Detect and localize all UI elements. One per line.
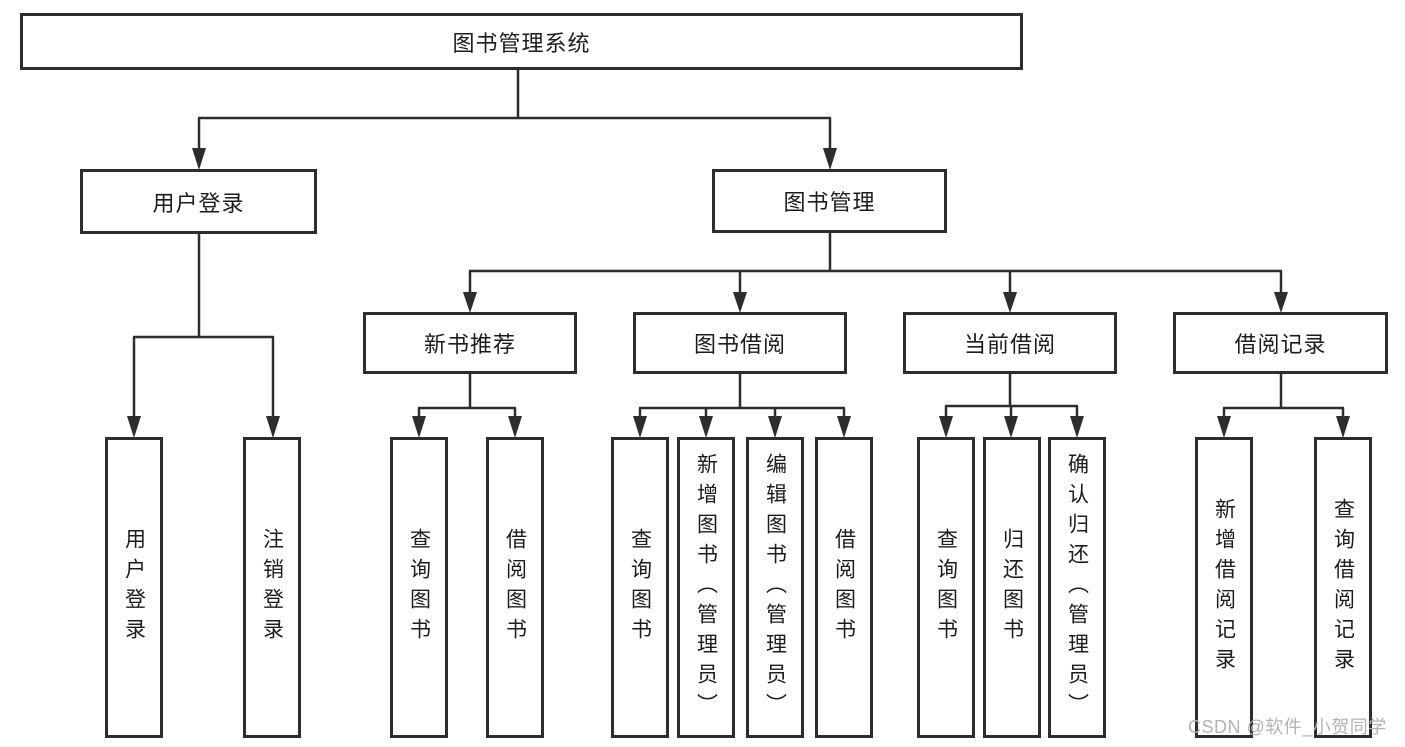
node-book-management: 图书管理 <box>712 169 947 233</box>
leaf-add-books-admin: 新增图书（管理员） <box>677 437 735 738</box>
leaf-add-borrow-record: 新增借阅记录 <box>1195 437 1253 738</box>
node-borrowing-records: 借阅记录 <box>1173 312 1388 374</box>
connector-root-to-level2 <box>192 70 837 170</box>
connector-book-mgmt-children <box>463 233 1288 313</box>
connector-new-book-rec-children <box>412 374 522 438</box>
node-current-borrowing: 当前借阅 <box>903 312 1117 374</box>
connector-current-borrow-children <box>939 374 1084 438</box>
leaf-logout-login: 注销登录 <box>243 437 301 738</box>
leaf-query-books-3: 查询图书 <box>917 437 975 738</box>
node-book-borrowing: 图书借阅 <box>633 312 847 374</box>
connector-user-login-children <box>127 234 280 438</box>
leaf-borrow-books-1: 借阅图书 <box>486 437 544 738</box>
node-user-login: 用户登录 <box>80 169 317 234</box>
node-book-management-system: 图书管理系统 <box>20 13 1023 70</box>
leaf-return-books: 归还图书 <box>983 437 1041 738</box>
leaf-borrow-books-2: 借阅图书 <box>815 437 873 738</box>
leaf-query-books-2: 查询图书 <box>611 437 669 738</box>
leaf-user-login: 用户登录 <box>105 437 163 738</box>
watermark: CSDN @软件_小贺同学 <box>1188 717 1387 737</box>
leaf-edit-books-admin: 编辑图书（管理员） <box>746 437 804 738</box>
leaf-query-borrow-record: 查询借阅记录 <box>1314 437 1372 738</box>
connector-book-borrow-children <box>633 374 851 438</box>
connector-borrow-records-children <box>1217 374 1350 438</box>
node-new-book-recommendation: 新书推荐 <box>363 312 577 374</box>
leaf-query-books-1: 查询图书 <box>390 437 448 738</box>
leaf-confirm-return-admin: 确认归还（管理员） <box>1048 437 1106 738</box>
